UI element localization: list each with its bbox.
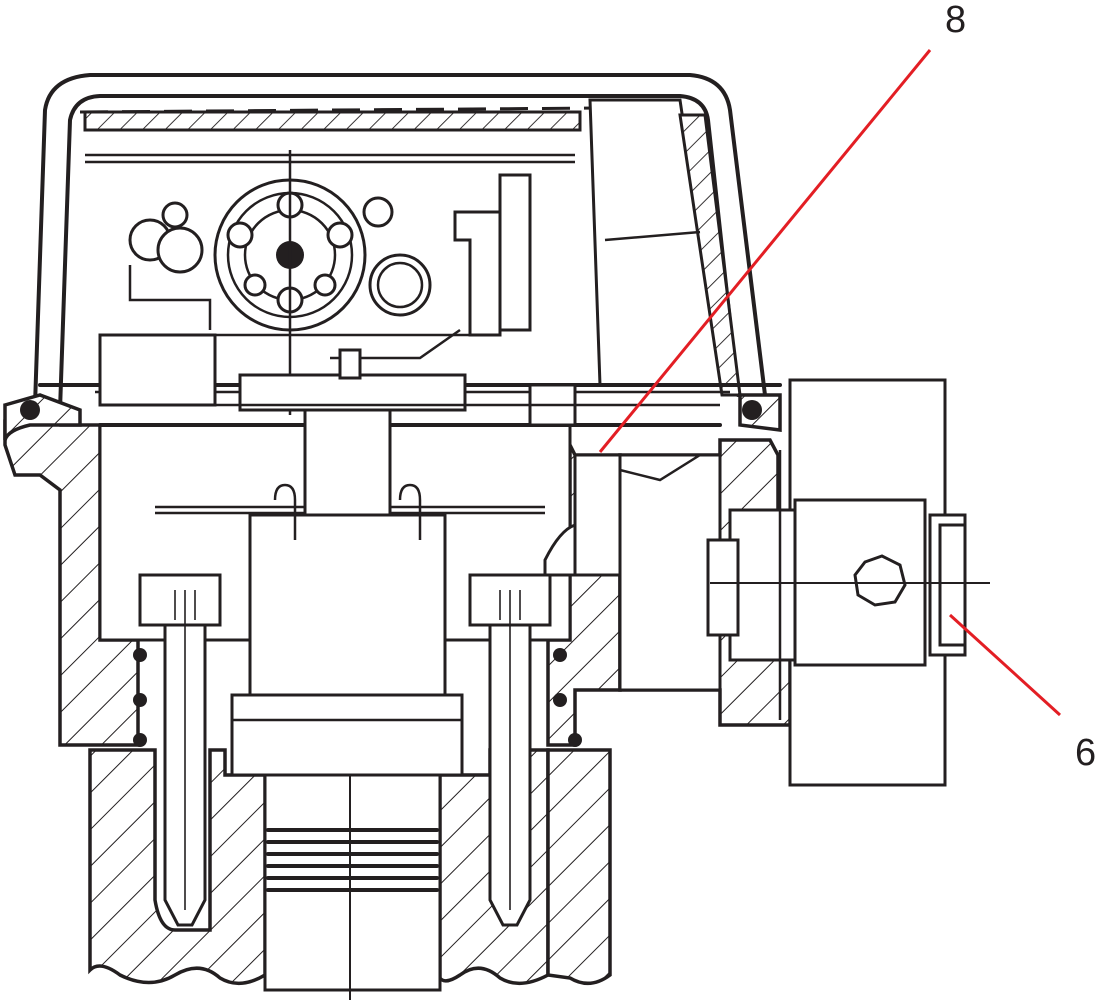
callout-8-leader xyxy=(598,49,932,453)
bolt-left xyxy=(133,573,222,927)
callout-6: 6 xyxy=(948,613,1096,774)
bolt-right xyxy=(468,573,582,927)
callout-8: 8 xyxy=(598,0,966,453)
callout-8-label: 8 xyxy=(945,0,966,41)
side-connector xyxy=(706,378,990,787)
callout-6-leader xyxy=(948,613,1062,717)
spring-coil xyxy=(266,828,439,892)
gear-mechanism xyxy=(98,150,720,427)
callout-6-label: 6 xyxy=(1075,732,1096,774)
